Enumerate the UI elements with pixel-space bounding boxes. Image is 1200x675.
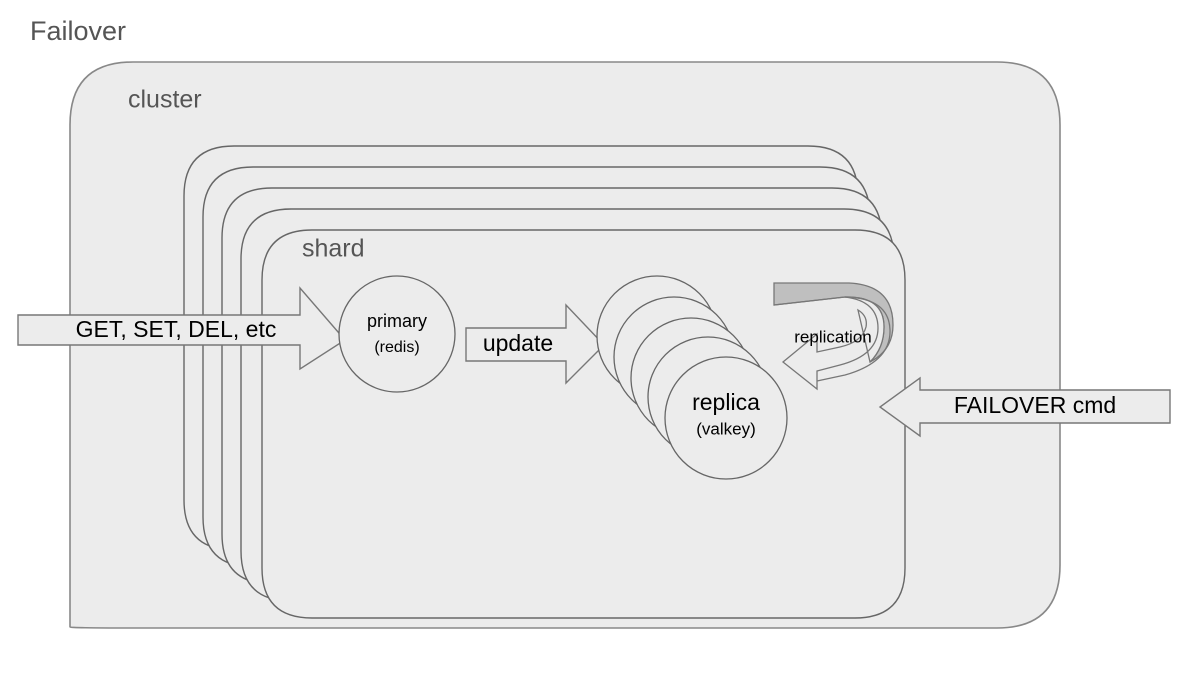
- update-arrow: [465, 303, 605, 385]
- cluster-label: cluster: [128, 86, 202, 114]
- client-commands-arrow-shape: [17, 286, 347, 371]
- shard-label: shard: [302, 235, 365, 263]
- replica-node-name: replica: [692, 389, 760, 415]
- client-commands-arrow: [17, 286, 347, 371]
- replication-arrow-sweep: [773, 296, 891, 382]
- client-commands-label: GET, SET, DEL, etc: [76, 316, 277, 342]
- failover-cmd-arrow: [878, 376, 1171, 438]
- replica-stack: [596, 275, 788, 480]
- primary-node-circle: [338, 275, 456, 393]
- primary-node: [338, 275, 456, 393]
- replica-node-engine: (valkey): [696, 419, 756, 438]
- replica-circle-front: [664, 356, 788, 480]
- replication-label: replication: [794, 327, 872, 346]
- update-label: update: [483, 330, 553, 356]
- shard-stack: [183, 145, 906, 619]
- update-arrow-shape: [465, 303, 605, 385]
- failover-cmd-label: FAILOVER cmd: [954, 392, 1116, 418]
- failover-cmd-arrow-shape: [878, 376, 1171, 438]
- diagram-title: Failover: [30, 16, 126, 46]
- primary-node-engine: (redis): [374, 339, 419, 356]
- primary-node-name: primary: [367, 311, 427, 331]
- replication-arrow: [773, 282, 894, 391]
- replication-arrow-head: [781, 296, 885, 391]
